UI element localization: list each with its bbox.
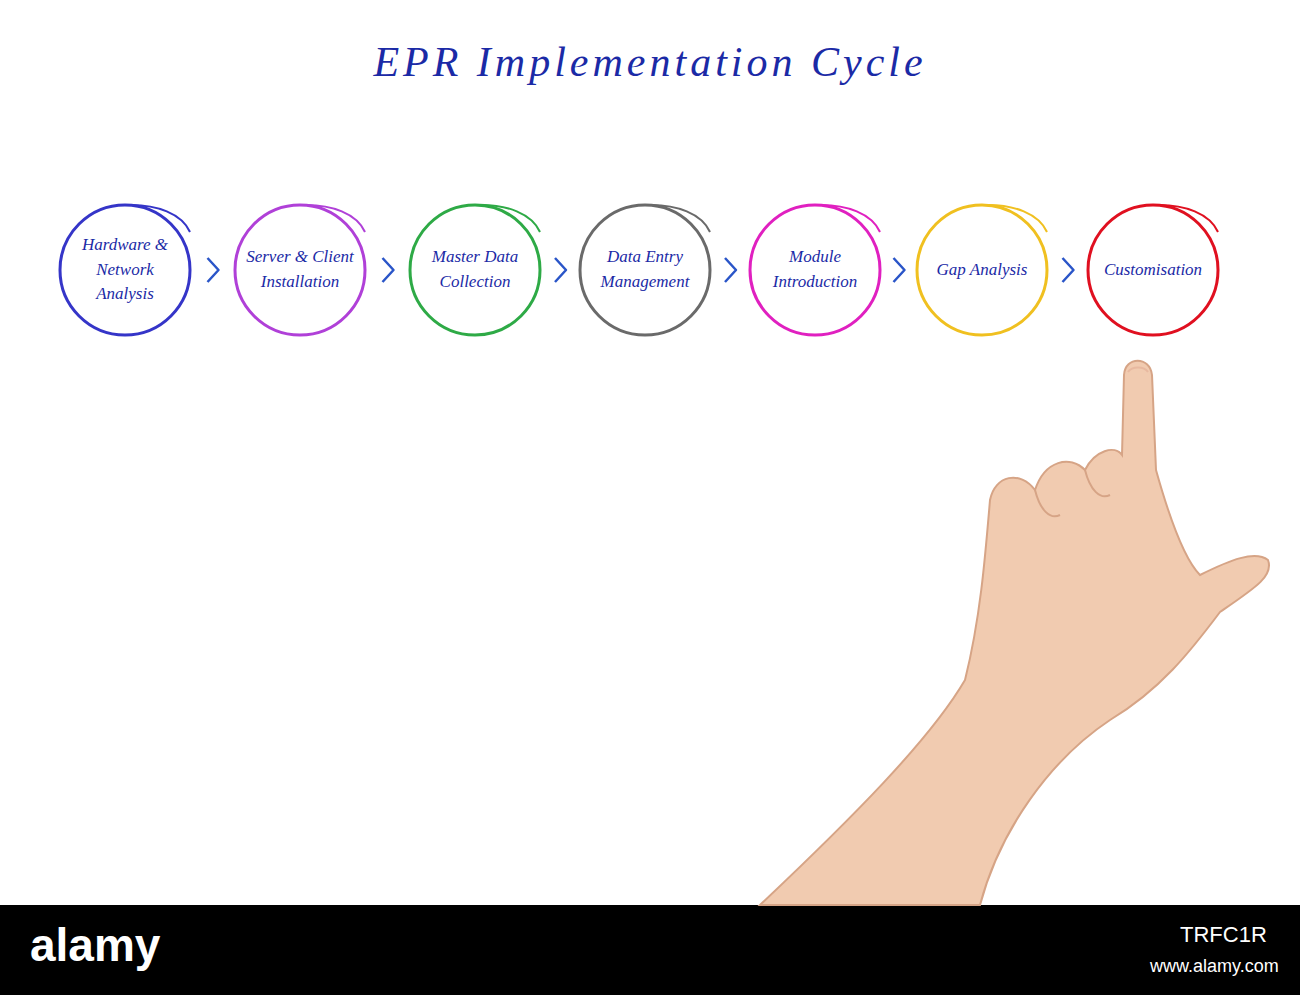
chevron-arrow [555,258,566,282]
chevron-arrow [725,258,736,282]
circle-outline [407,202,543,338]
circle-outline [577,202,713,338]
step-circle: Master Data Collection [407,202,543,338]
chevron-arrow [894,258,905,282]
step-circle: Gap Analysis [914,202,1050,338]
step-circle: Data Entry Management [577,202,713,338]
step-label: Customisation [1104,258,1202,283]
step-label: Hardware & Network Analysis [69,233,181,307]
diagram-title: EPR Implementation Cycle [0,38,1300,86]
step-circle: Customisation [1085,202,1221,338]
circle-outline [232,202,368,338]
step-label: Gap Analysis [937,258,1028,283]
step-label: Master Data Collection [419,245,531,294]
chevron-arrow [208,258,219,282]
chevron-arrow [383,258,394,282]
footer-bar [0,905,1300,995]
circle-outline [747,202,883,338]
step-circle: Server & Client Installation [232,202,368,338]
watermark-text: TRFC1R [1180,922,1267,948]
chevron-arrow [1063,258,1074,282]
watermark-text: www.alamy.com [1150,956,1279,977]
step-circle: Hardware & Network Analysis [57,202,193,338]
step-circle: Module Introduction [747,202,883,338]
step-label: Server & Client Installation [244,245,356,294]
watermark-text: alamy [30,918,160,972]
step-label: Module Introduction [759,245,871,294]
step-label: Data Entry Management [589,245,701,294]
